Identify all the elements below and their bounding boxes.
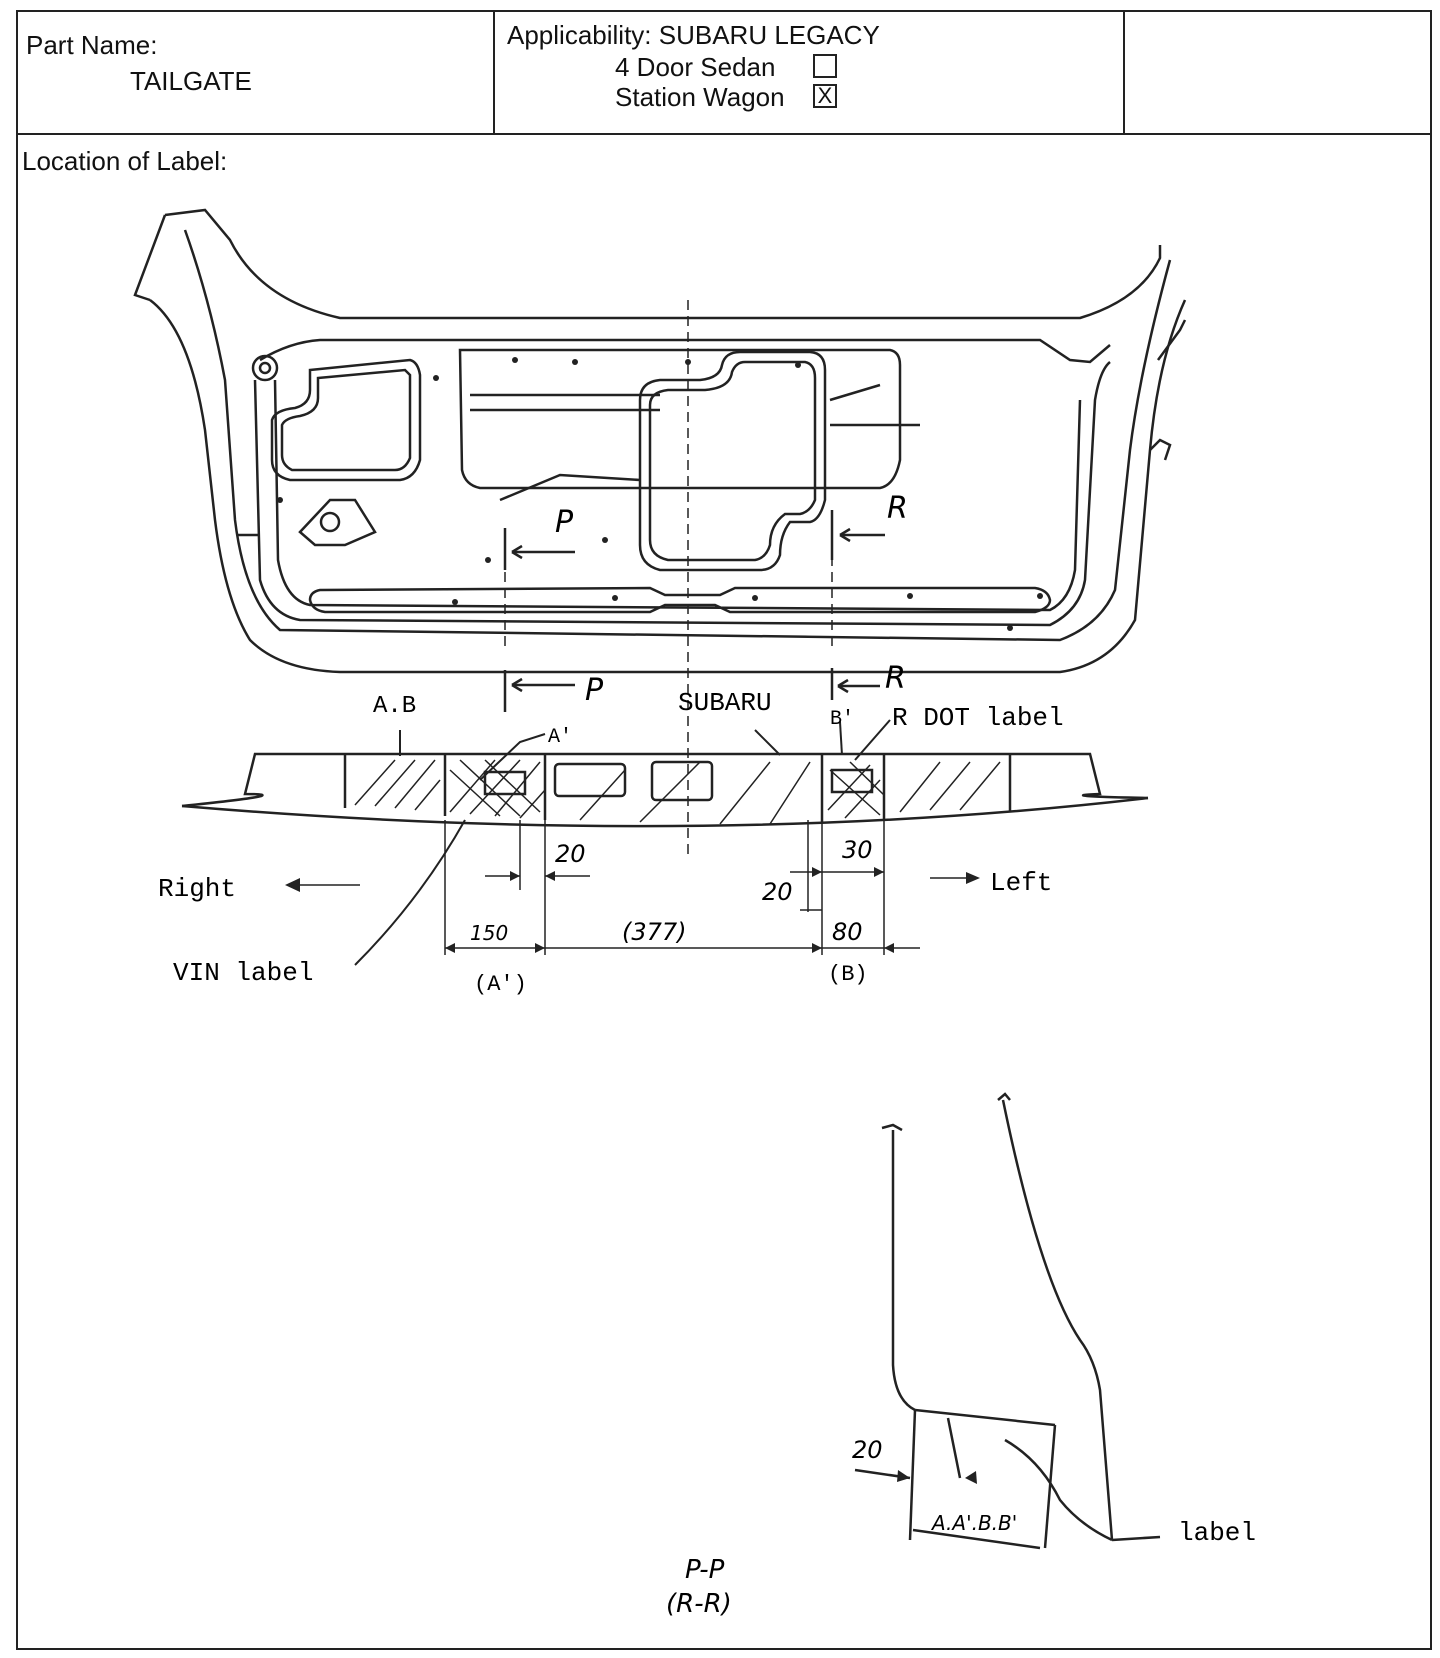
label-a-prime: A' (548, 726, 572, 749)
dim-30: 30 (842, 836, 873, 864)
dim-20-a: 20 (555, 840, 586, 868)
detail-dim-20: 20 (852, 1436, 883, 1464)
part-name-label: Part Name: (26, 30, 158, 60)
section-r-bottom: R (885, 661, 906, 696)
leader-lines (354, 719, 891, 966)
hatching (354, 759, 1001, 825)
section-p-bottom: P (585, 673, 604, 708)
label-vin: VIN label (173, 958, 313, 988)
dim-20-b: 20 (762, 878, 793, 906)
detail-label: label (1178, 1518, 1256, 1548)
section-title: P-P (685, 1555, 725, 1585)
header-table: Part Name: TAILGATE Applicability: SUBAR… (18, 12, 1430, 135)
detail-arrowheads (897, 1470, 977, 1484)
section-markers (503, 510, 885, 712)
label-right: Right (158, 874, 236, 904)
arrowheads (285, 867, 980, 953)
location-label: Location of Label: (22, 146, 228, 176)
ref-a-prime: (A') (474, 972, 527, 997)
label-subaru: SUBARU (678, 688, 772, 718)
section-p-top: P (555, 505, 574, 540)
label-left: Left (990, 868, 1052, 898)
dim-377: (377) (622, 918, 687, 946)
tailgate-outline (133, 208, 1187, 674)
applicability-cell: Applicability: SUBARU LEGACY 4 Door Seda… (495, 12, 1125, 133)
section-r-top: R (887, 491, 908, 526)
ref-b: (B) (828, 962, 868, 987)
section-detail (854, 1092, 1161, 1550)
label-r-dot: R DOT label (892, 703, 1064, 733)
part-name-value: TAILGATE (130, 66, 252, 96)
option-sedan-label: 4 Door Sedan (615, 52, 776, 82)
label-b-prime: B' (830, 708, 854, 731)
dim-150: 150 (470, 921, 508, 945)
tailgate-holes (277, 357, 1043, 631)
dimension-lines (290, 820, 975, 955)
document-frame: Part Name: TAILGATE Applicability: SUBAR… (16, 10, 1432, 1650)
applicability-label: Applicability: SUBARU LEGACY (507, 20, 880, 50)
part-name-cell: Part Name: TAILGATE (18, 12, 495, 133)
label-ab: A.B (373, 693, 416, 720)
option-wagon-label: Station Wagon (615, 82, 785, 112)
option-wagon-checkbox[interactable]: X (813, 84, 837, 108)
bumper-section (181, 752, 1149, 828)
detail-labels: A.A'.B.B' (930, 1511, 1017, 1535)
dim-80: 80 (832, 918, 863, 946)
section-subtitle: (R-R) (666, 1589, 732, 1619)
option-sedan-checkbox[interactable] (813, 54, 837, 78)
